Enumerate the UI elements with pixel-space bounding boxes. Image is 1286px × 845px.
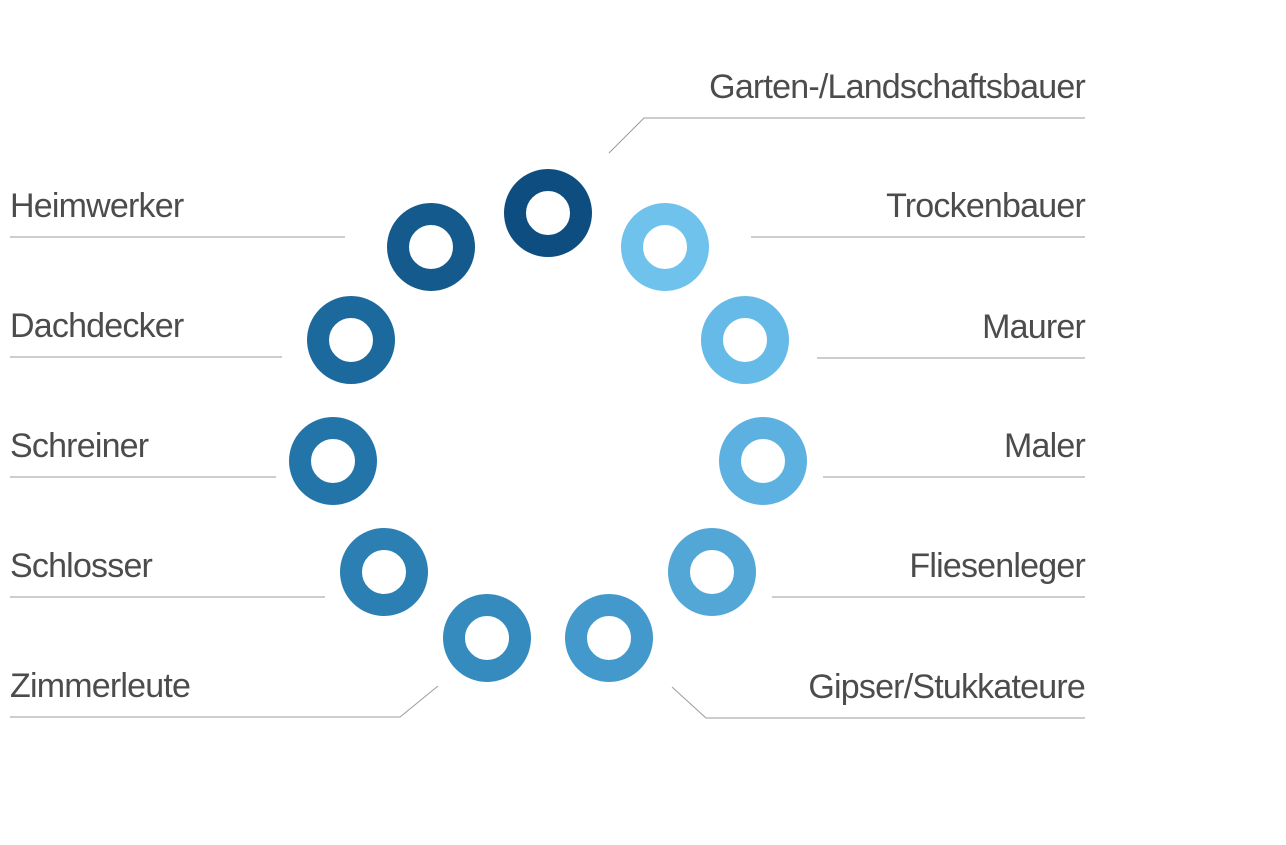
label-fliesenleger: Fliesenleger (909, 547, 1085, 585)
ring-fliesenleger (667, 528, 756, 617)
label-trockenbauer: Trockenbauer (886, 187, 1086, 225)
label-garten-landschaftsbauer: Garten-/Landschaftsbauer (709, 68, 1086, 106)
label-schreiner: Schreiner (10, 427, 149, 465)
ring-schreiner (289, 416, 378, 505)
label-maurer: Maurer (982, 308, 1086, 346)
ring-schlosser (340, 528, 428, 617)
ring-trockenbauer (621, 203, 710, 292)
label-zimmerleute: Zimmerleute (10, 667, 191, 705)
label-dachdecker: Dachdecker (10, 307, 184, 345)
ring-gipser-stukkateure (565, 594, 654, 683)
ring-zimmerleute (442, 594, 531, 683)
ring-maler (718, 416, 807, 505)
connector-line-garten-landschaftsbauer (608, 117, 1085, 154)
ring-heimwerker (386, 203, 475, 292)
label-gipser-stukkateure: Gipser/Stukkateure (808, 668, 1085, 706)
label-heimwerker: Heimwerker (10, 187, 184, 225)
ring-dachdecker (306, 295, 395, 384)
label-maler: Maler (1003, 427, 1086, 465)
ring-maurer (701, 295, 790, 384)
label-schlosser: Schlosser (10, 547, 153, 585)
ring-garten-landschaftsbauer (504, 169, 592, 257)
